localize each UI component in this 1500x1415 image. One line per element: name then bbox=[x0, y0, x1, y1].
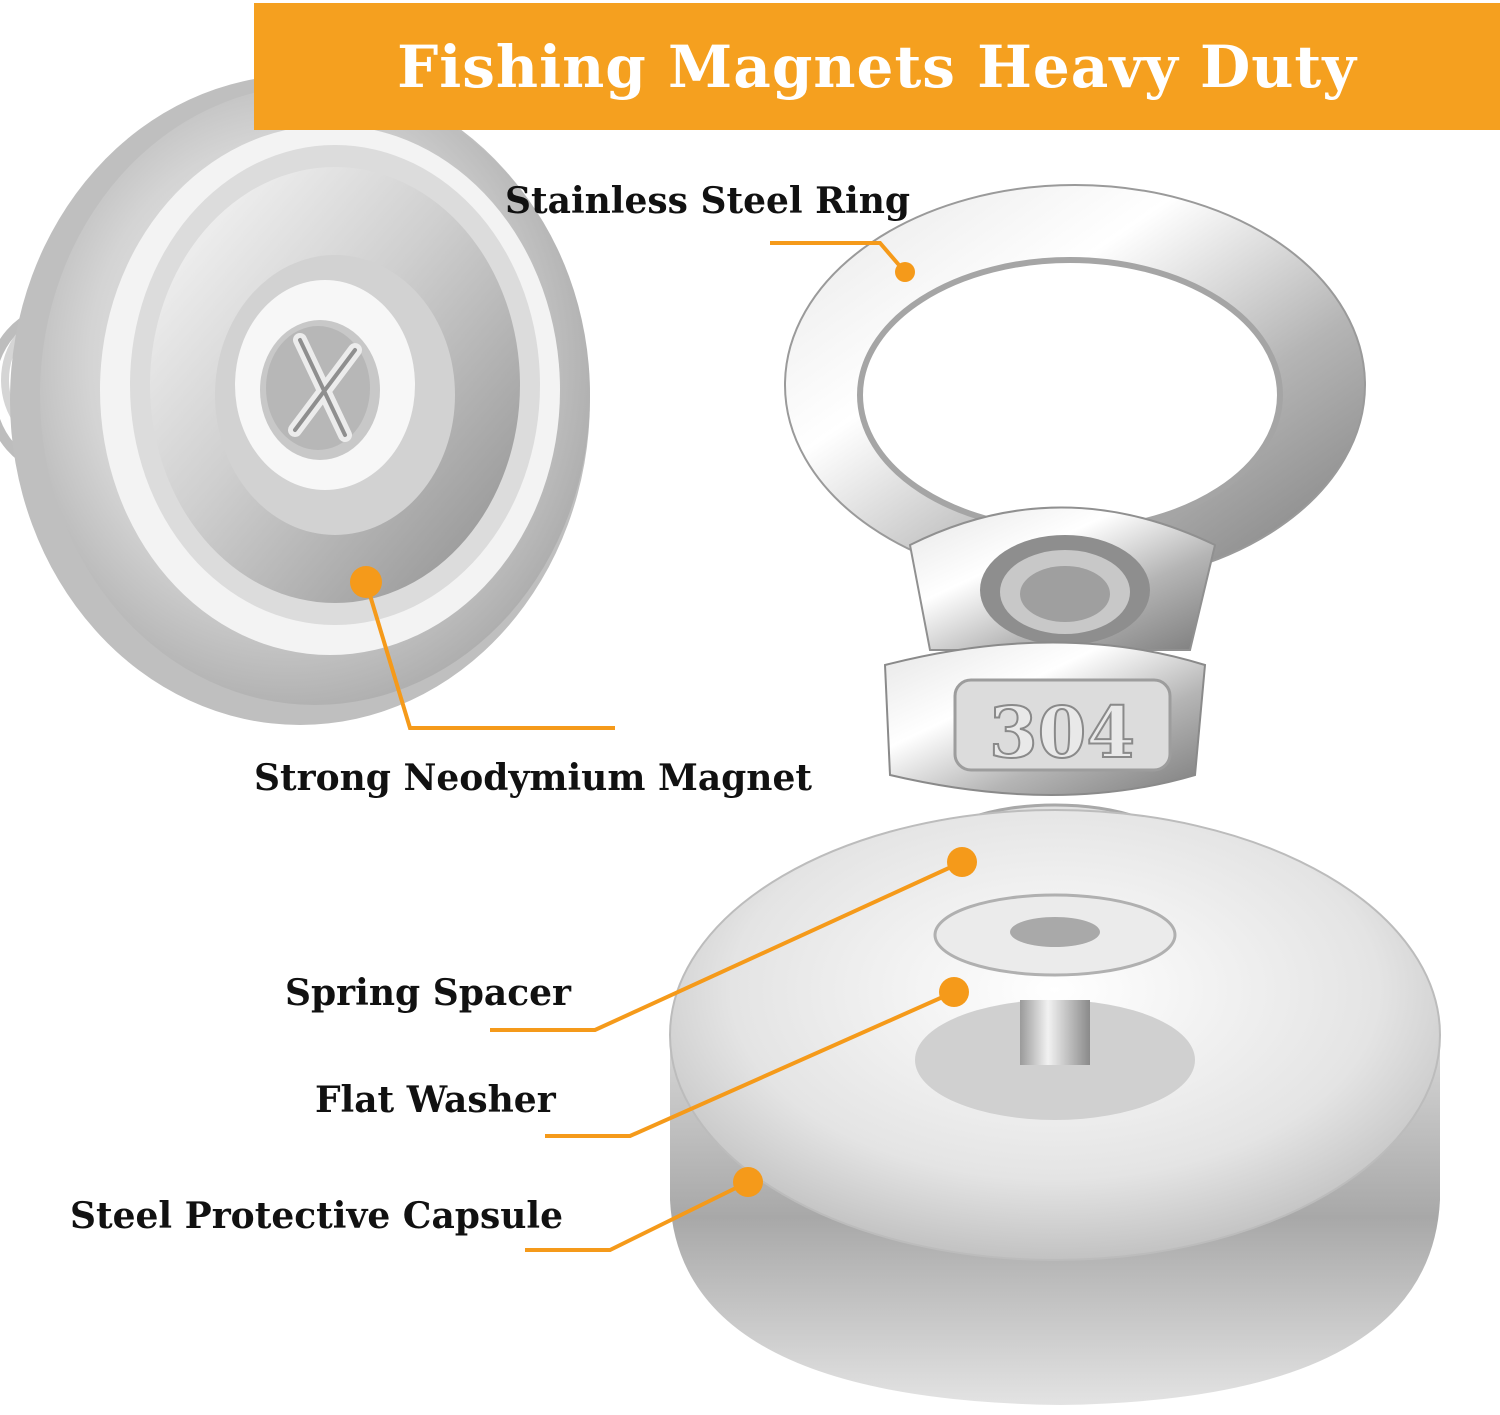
page-title: Fishing Magnets Heavy Duty bbox=[397, 32, 1357, 101]
label-strong-neodymium-magnet: Strong Neodymium Magnet bbox=[254, 757, 813, 799]
label-spring-spacer: Spring Spacer bbox=[285, 972, 571, 1014]
label-flat-washer: Flat Washer bbox=[315, 1079, 556, 1121]
callout-lines bbox=[350, 241, 977, 1252]
steel-capsule bbox=[669, 809, 1441, 1405]
label-steel-protective-capsule: Steel Protective Capsule bbox=[70, 1195, 563, 1237]
magnet-back-view bbox=[0, 75, 590, 725]
title-banner bbox=[254, 3, 1500, 130]
label-stainless-steel-ring: Stainless Steel Ring bbox=[505, 180, 911, 222]
eyebolt-stamp: 304 bbox=[989, 691, 1135, 774]
eyebolt-ring bbox=[784, 184, 1366, 796]
